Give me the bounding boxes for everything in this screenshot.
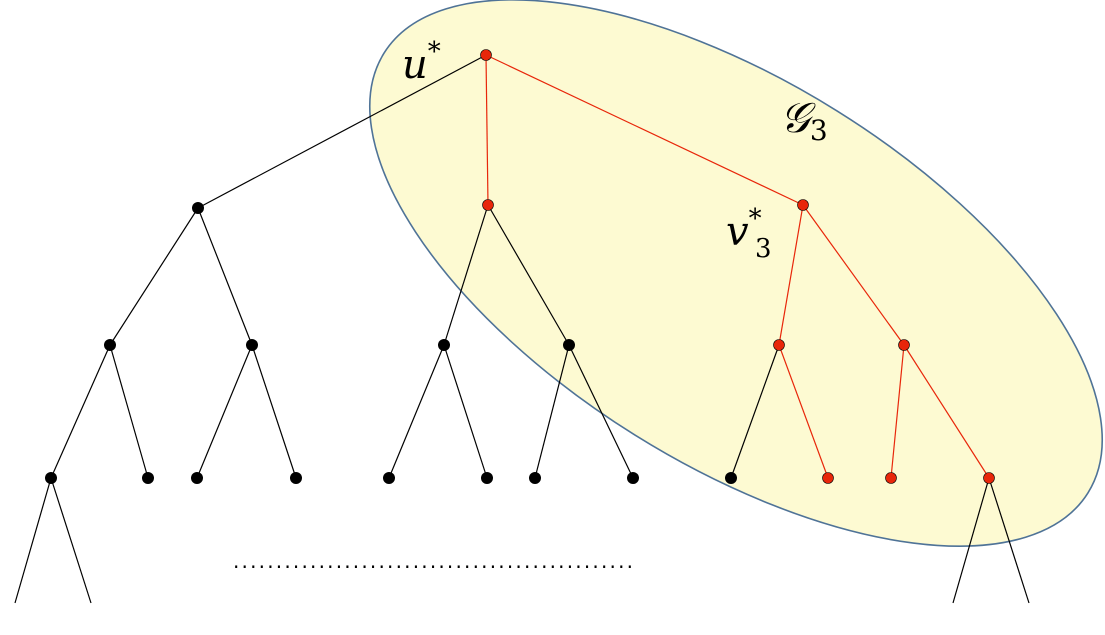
node-n_l3k bbox=[885, 472, 897, 484]
node-n_l3a bbox=[45, 472, 57, 484]
node-n_l2b bbox=[246, 339, 258, 351]
edge-n_l1b-n_l2d bbox=[487, 204, 570, 346]
edge-n_l1b-n_l2c bbox=[443, 204, 489, 346]
edge-n_l2e-n_l3j bbox=[778, 344, 829, 479]
node-n_l3f bbox=[481, 472, 493, 484]
edge-v3_star-n_l2f bbox=[802, 204, 905, 346]
node-n_l3j bbox=[822, 472, 834, 484]
node-n_l3e bbox=[383, 472, 395, 484]
stub-edge-n_l3a-right bbox=[50, 477, 92, 604]
node-n_l3c bbox=[191, 472, 203, 484]
node-n_l2f bbox=[898, 339, 910, 351]
tree-nodes bbox=[45, 49, 995, 484]
stub-edge-n_l3l-right bbox=[988, 477, 1030, 604]
edge-v3_star-n_l2e bbox=[778, 204, 804, 346]
subtree-root-label-v3-star: v*3 bbox=[726, 204, 772, 264]
node-n_l2d bbox=[563, 339, 575, 351]
edge-u_star-n_l1b bbox=[485, 54, 489, 206]
tree-edges bbox=[14, 54, 1030, 604]
edge-n_l2f-n_l3k bbox=[890, 344, 905, 479]
node-n_l3b bbox=[142, 472, 154, 484]
edge-u_star-n_l1a bbox=[197, 54, 487, 209]
stub-edge-n_l3a-left bbox=[14, 477, 52, 604]
node-n_l3d bbox=[290, 472, 302, 484]
node-n_l1a bbox=[192, 202, 204, 214]
edge-u_star-v3_star bbox=[485, 54, 804, 206]
edge-n_l1a-n_l2b bbox=[197, 207, 253, 346]
edge-n_l2e-n_l3i bbox=[730, 344, 780, 479]
node-n_l2a bbox=[104, 339, 116, 351]
node-n_l3g bbox=[529, 472, 541, 484]
node-n_l3i bbox=[725, 472, 737, 484]
edge-n_l2c-n_l3f bbox=[443, 344, 488, 479]
edge-n_l2b-n_l3d bbox=[251, 344, 297, 479]
node-n_l3h bbox=[627, 472, 639, 484]
edge-n_l2d-n_l3g bbox=[534, 344, 570, 479]
edge-n_l2d-n_l3h bbox=[568, 344, 634, 479]
edge-n_l2c-n_l3e bbox=[388, 344, 445, 479]
node-n_l2e bbox=[773, 339, 785, 351]
node-u_star bbox=[480, 49, 492, 61]
region-g3-ellipse bbox=[368, 0, 1104, 547]
node-n_l3l bbox=[983, 472, 995, 484]
ellipsis-dots: ........................................… bbox=[233, 549, 635, 573]
edge-n_l1a-n_l2a bbox=[109, 207, 199, 346]
node-n_l2c bbox=[438, 339, 450, 351]
edge-n_l2f-n_l3l bbox=[903, 344, 990, 479]
stub-edge-n_l3l-left bbox=[952, 477, 990, 604]
node-v3_star bbox=[797, 199, 809, 211]
node-n_l1b bbox=[482, 199, 494, 211]
root-label-u-star: u* bbox=[402, 37, 441, 88]
edge-n_l2b-n_l3c bbox=[196, 344, 253, 479]
edge-n_l2a-n_l3a bbox=[50, 344, 111, 479]
edge-n_l2a-n_l3b bbox=[109, 344, 149, 479]
